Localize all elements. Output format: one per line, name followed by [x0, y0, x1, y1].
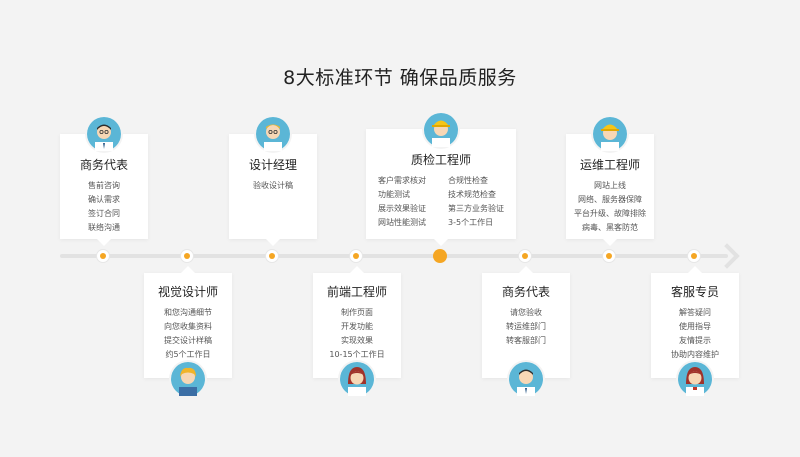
step-card-business: 商务代表 售前咨询 确认需求 签订合同 联络沟通 — [60, 134, 148, 246]
step-card-qa: 质检工程师 客户需求核对 功能测试 展示效果验证 网站性能测试 合规性检查 技术… — [366, 129, 516, 246]
avatar-ops-icon — [593, 117, 627, 151]
step-card-service: 客服专员 解答疑问 使用指导 友情提示 协助内容维护 — [651, 266, 739, 378]
step-card-ops: 运维工程师 网站上线 网络、服务器保障 平台升级、故障排除 病毒、黑客防范 — [566, 134, 654, 246]
step-item: 解答疑问 — [679, 308, 711, 317]
timeline-arrow-icon — [714, 243, 740, 269]
step-item: 网站上线 — [594, 181, 626, 190]
step-card-business-2: 商务代表 请您验收 转运维部门 转客服部门 — [482, 266, 570, 378]
step-name: 商务代表 — [501, 285, 550, 299]
avatar-service-icon — [678, 362, 712, 396]
step-item: 病毒、黑客防范 — [582, 223, 638, 232]
step-item: 请您验收 — [510, 308, 542, 317]
step-item: 实现效果 — [341, 336, 373, 345]
timeline-dot — [265, 249, 279, 263]
step-item: 和您沟通细节 — [164, 308, 212, 317]
timeline-line — [60, 254, 728, 258]
step-name: 质检工程师 — [410, 153, 471, 167]
step-item: 向您收集资料 — [164, 322, 212, 331]
timeline-dot — [687, 249, 701, 263]
step-item: 约5个工作日 — [165, 350, 211, 359]
timeline-dot — [180, 249, 194, 263]
step-name: 客服专员 — [670, 285, 719, 299]
step-card-visual-designer: 视觉设计师 和您沟通细节 向您收集资料 提交设计样稿 约5个工作日 — [144, 266, 232, 378]
step-item: 第三方业务验证 — [448, 204, 504, 213]
avatar-business-icon — [87, 117, 121, 151]
step-name: 设计经理 — [248, 158, 297, 172]
page-title: 8大标准环节 确保品质服务 — [283, 67, 517, 89]
step-item: 开发功能 — [341, 322, 373, 331]
step-name: 商务代表 — [79, 158, 128, 172]
step-item: 展示效果验证 — [378, 204, 426, 213]
step-item: 签订合同 — [88, 209, 120, 218]
step-item: 制作页面 — [341, 308, 373, 317]
step-item: 网络、服务器保障 — [578, 195, 642, 204]
step-item: 联络沟通 — [88, 223, 120, 232]
step-name: 视觉设计师 — [157, 285, 218, 299]
step-item: 售前咨询 — [88, 181, 120, 190]
step-item: 合规性检查 — [448, 176, 488, 185]
step-item: 网站性能测试 — [378, 218, 426, 227]
avatar-business-2-icon — [509, 362, 543, 396]
timeline-dot — [518, 249, 532, 263]
step-card-design-manager: 设计经理 验收设计稿 — [229, 134, 317, 246]
avatar-designer-icon — [171, 362, 205, 396]
step-item: 协助内容维护 — [671, 350, 719, 359]
step-name: 前端工程师 — [326, 285, 387, 299]
step-name: 运维工程师 — [579, 158, 640, 172]
step-item: 使用指导 — [679, 322, 711, 331]
step-card-frontend: 前端工程师 制作页面 开发功能 实现效果 10-15个工作日 — [313, 266, 401, 378]
timeline-dot — [602, 249, 616, 263]
step-item: 友情提示 — [679, 336, 711, 345]
step-item: 功能测试 — [378, 190, 410, 199]
avatar-frontend-icon — [340, 362, 374, 396]
timeline-dot — [96, 249, 110, 263]
step-item: 转运维部门 — [506, 322, 546, 331]
avatar-qa-icon — [424, 113, 458, 147]
timeline-dot-active — [433, 249, 447, 263]
step-item: 验收设计稿 — [253, 181, 293, 190]
step-item: 技术规范检查 — [448, 190, 496, 199]
step-item: 3-5个工作日 — [448, 218, 494, 227]
step-item: 客户需求核对 — [378, 176, 426, 185]
step-item: 平台升级、故障排除 — [574, 209, 646, 218]
step-item: 转客服部门 — [506, 336, 546, 345]
avatar-design-manager-icon — [256, 117, 290, 151]
step-item: 10-15个工作日 — [329, 350, 385, 359]
step-item: 确认需求 — [88, 195, 120, 204]
step-item: 提交设计样稿 — [164, 336, 212, 345]
timeline-dot — [349, 249, 363, 263]
